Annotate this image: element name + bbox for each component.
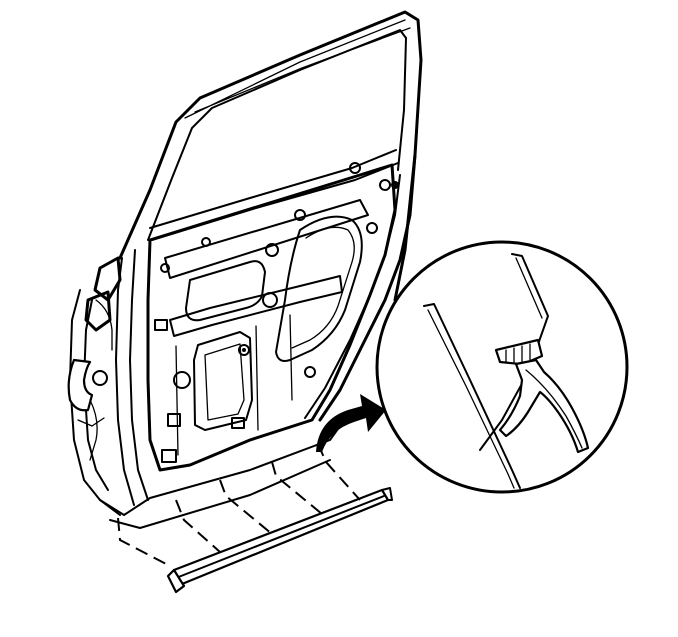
door-inner-panel (146, 163, 397, 472)
door-lower-sill (99, 425, 341, 516)
panel-mounting-holes (154, 162, 399, 463)
latch-hole (92, 370, 108, 386)
door-rear-edge (318, 153, 417, 422)
seal-strip-end-cap (166, 568, 186, 594)
direction-arrow-shape (316, 394, 386, 452)
door-hinge-side (84, 256, 122, 332)
panel-rib-upper (164, 199, 369, 279)
lower-door-seal-strip (166, 487, 393, 594)
retainer-removal-tool-detail (375, 240, 629, 494)
door-pull-handle (67, 358, 94, 412)
panel-large-cutout (185, 260, 266, 322)
window-frame-inner (147, 29, 407, 241)
panel-lower-cutout (193, 331, 253, 431)
detail-magnify-circle (375, 240, 629, 494)
seal-retainer-rod (423, 303, 521, 489)
regulator-opening (275, 215, 363, 362)
rear-door-assembly (67, 10, 423, 529)
panel-mid-bracket (169, 275, 343, 337)
direction-arrow (316, 394, 386, 452)
door-wiring (77, 299, 113, 461)
trim-removal-tool (498, 358, 590, 454)
